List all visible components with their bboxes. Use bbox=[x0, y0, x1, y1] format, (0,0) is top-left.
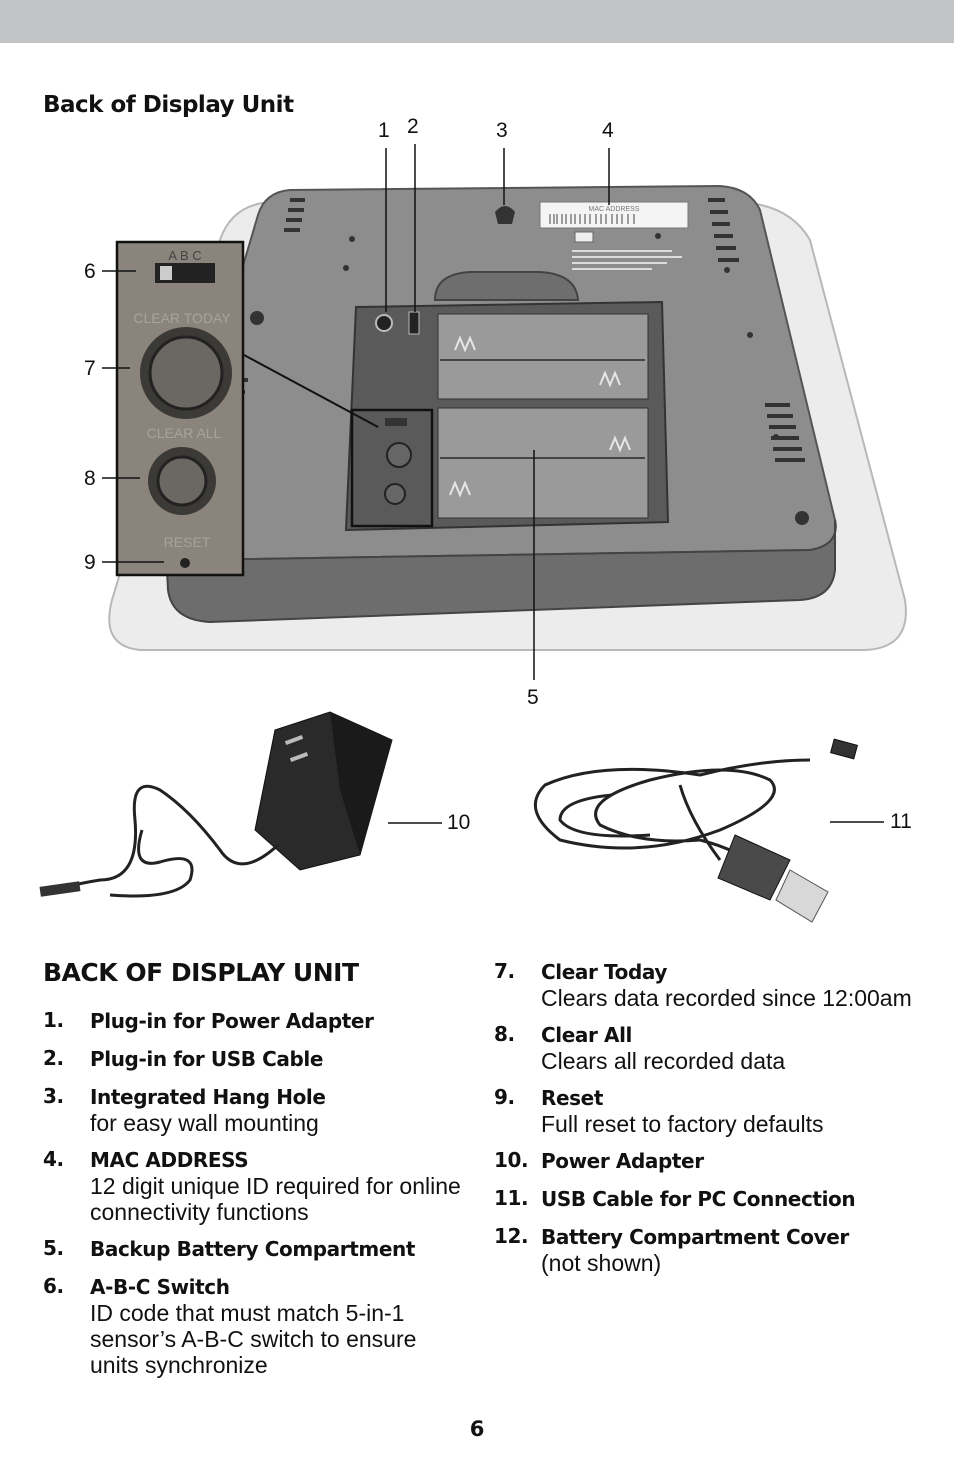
cover-latch bbox=[433, 271, 580, 301]
hang-hole bbox=[495, 206, 515, 224]
callout-9: 9 bbox=[84, 551, 96, 574]
battery-bay-bottom bbox=[437, 407, 649, 519]
small-clear-today bbox=[386, 442, 412, 468]
reset-pinhole bbox=[180, 558, 190, 568]
list-item: 10. Power Adapter bbox=[494, 1148, 704, 1173]
callout-3: 3 bbox=[496, 119, 508, 142]
battery-bay-top bbox=[437, 313, 649, 400]
callout-lines bbox=[102, 144, 884, 824]
power-jack bbox=[375, 314, 393, 332]
usb-port bbox=[408, 311, 420, 335]
header-bar bbox=[0, 0, 954, 43]
mac-address-sticker bbox=[539, 201, 689, 229]
list-item: 2. Plug-in for USB Cable bbox=[43, 1046, 324, 1071]
list-item: 9. Reset Full reset to factory defaults bbox=[494, 1085, 824, 1137]
callout-11: 11 bbox=[890, 810, 912, 833]
callout-4: 4 bbox=[602, 119, 614, 142]
power-adapter-illustration bbox=[39, 711, 393, 898]
inset-reset-label: RESET bbox=[164, 534, 211, 550]
list-item: 7. Clear Today Clears data recorded sinc… bbox=[494, 959, 912, 1011]
list-item: 5. Backup Battery Compartment bbox=[43, 1236, 416, 1261]
callout-6: 6 bbox=[84, 260, 96, 283]
callout-10: 10 bbox=[447, 811, 471, 834]
list-item: 1. Plug-in for Power Adapter bbox=[43, 1008, 374, 1033]
list-item: 3. Integrated Hang Hole for easy wall mo… bbox=[43, 1084, 326, 1136]
sticker-text: MAC ADDRESS bbox=[589, 206, 640, 213]
list-item: 4. MAC ADDRESS 12 digit unique ID requir… bbox=[43, 1147, 461, 1225]
battery-springs bbox=[449, 335, 631, 498]
clear-today-button bbox=[148, 335, 224, 411]
callout-5: 5 bbox=[527, 686, 539, 709]
small-clear-all bbox=[384, 483, 406, 505]
clear-all-button bbox=[156, 455, 208, 507]
barcode bbox=[549, 214, 635, 224]
figure-title: Back of Display Unit bbox=[43, 92, 294, 118]
inset-switch-letters: A B C bbox=[168, 248, 201, 263]
page-number: 6 bbox=[469, 1417, 485, 1441]
items-list-right: 7. Clear Today Clears data recorded sinc… bbox=[494, 959, 914, 1276]
inset-clear-all-label: CLEAR ALL bbox=[147, 425, 222, 441]
callout-7: 7 bbox=[84, 357, 96, 380]
product-illustration: MAC ADDRESS A B C CLEAR TODAY CLEAR ALL … bbox=[39, 144, 907, 923]
list-item: 6. A-B-C Switch ID code that must match … bbox=[43, 1274, 417, 1378]
list-item: 8. Clear All Clears all recorded data bbox=[494, 1022, 786, 1074]
list-item: 12. Battery Compartment Cover (not shown… bbox=[494, 1224, 849, 1276]
usb-cable-illustration bbox=[534, 738, 859, 923]
abc-switch-knob bbox=[160, 266, 172, 280]
callout-8: 8 bbox=[84, 467, 96, 490]
inset-source-box bbox=[350, 408, 434, 528]
spec-label bbox=[572, 231, 682, 270]
small-switch bbox=[385, 418, 407, 426]
inset-clear-today-label: CLEAR TODAY bbox=[133, 310, 231, 326]
items-list-left: 1. Plug-in for Power Adapter 2. Plug-in … bbox=[43, 1008, 463, 1378]
callout-2: 2 bbox=[407, 115, 419, 138]
list-item: 11. USB Cable for PC Connection bbox=[494, 1186, 856, 1211]
callout-1: 1 bbox=[378, 119, 390, 142]
section-title: BACK OF DISPLAY UNIT bbox=[43, 958, 359, 987]
